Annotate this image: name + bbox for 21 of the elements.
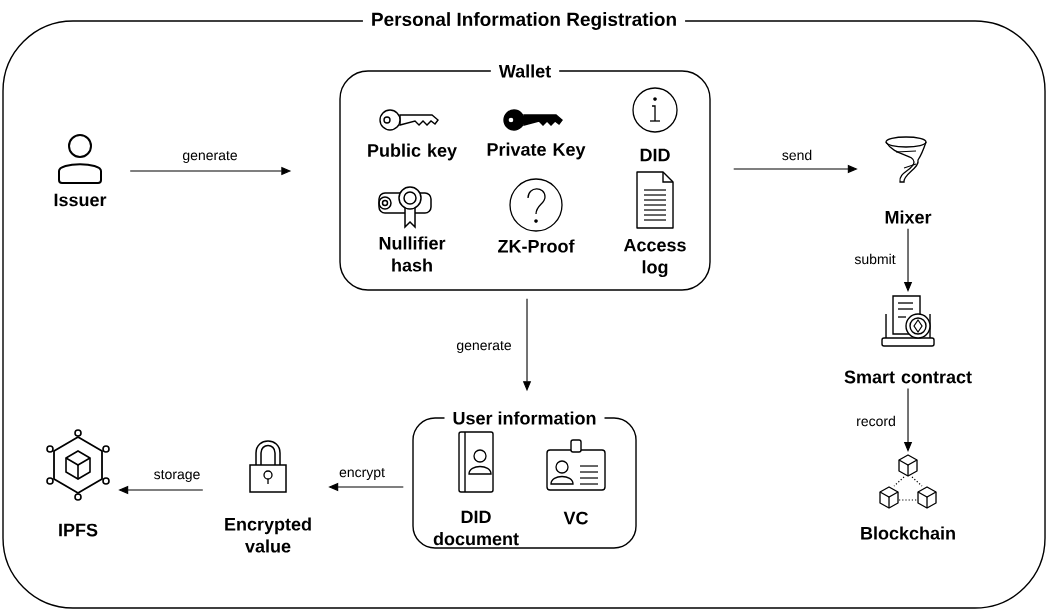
- edge-label: generate: [455, 340, 513, 354]
- node-label: ZK-Proof: [498, 239, 575, 253]
- edge-label: encrypt: [338, 467, 386, 481]
- node-label: Smart contract: [844, 370, 972, 384]
- node-label: Public key: [368, 143, 457, 161]
- node-label: Blockchain: [861, 526, 955, 540]
- node-label: Encrypted value: [225, 517, 311, 553]
- node-label: DID document: [433, 510, 519, 546]
- node-label: Private Key: [487, 142, 586, 160]
- edge-label: send: [780, 148, 814, 162]
- node-label: DID: [640, 148, 670, 162]
- node-label: Mixer: [885, 210, 932, 224]
- node-label: Access log: [623, 238, 686, 278]
- node-label: Nullifier hash: [379, 236, 446, 272]
- edge-label: submit: [853, 252, 897, 266]
- node-label: Issuer: [54, 193, 107, 207]
- node-label: IPFS: [59, 523, 98, 537]
- edge-label: generate: [181, 150, 239, 164]
- edge-label: record: [855, 414, 897, 428]
- node-label: VC: [563, 511, 589, 525]
- edge-label: storage: [152, 469, 202, 483]
